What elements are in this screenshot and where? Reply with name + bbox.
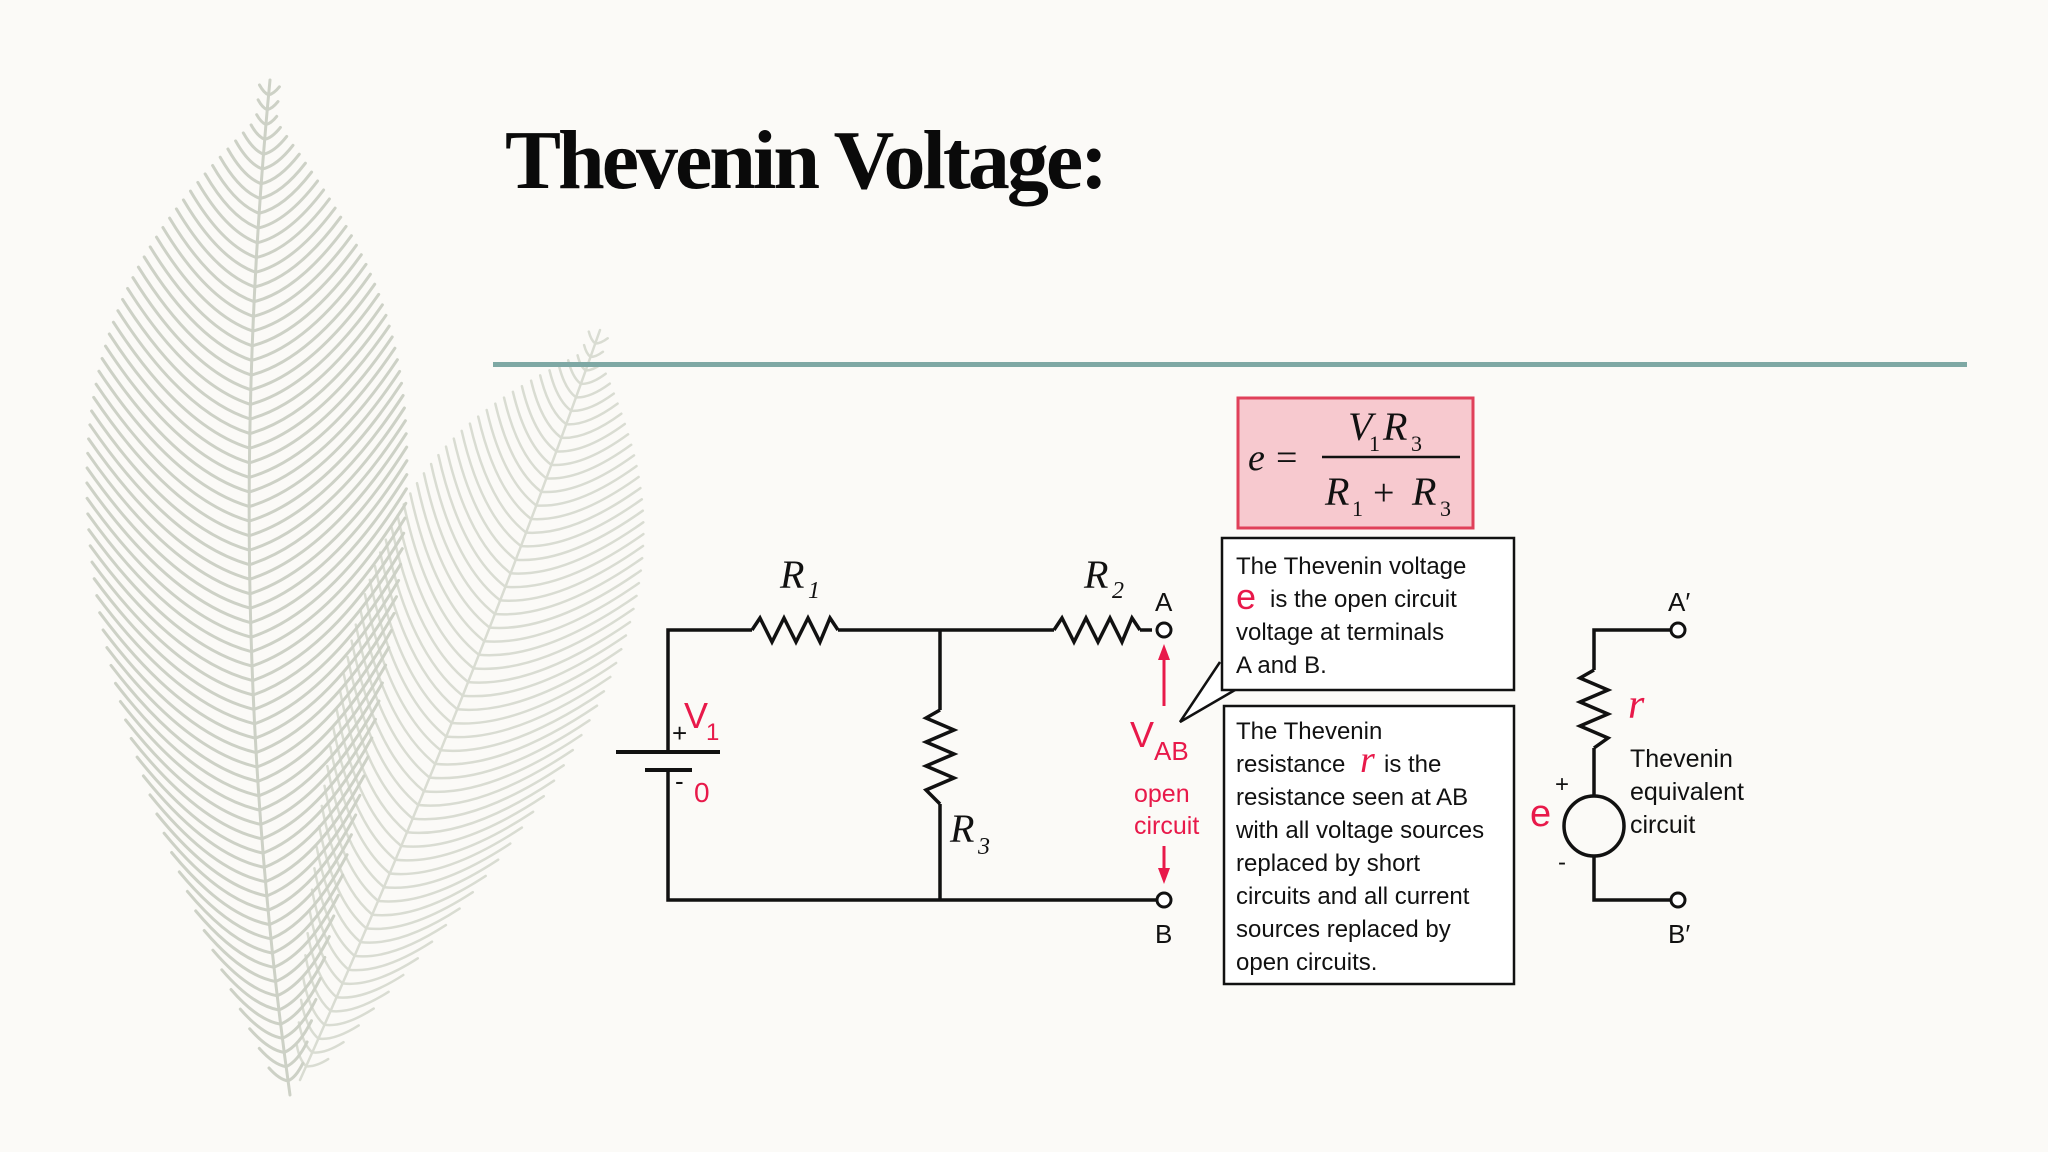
resistance-note-r: r [1360,739,1375,781]
equiv-terminal-b-node [1669,891,1687,909]
formula-den-r1-sub: 1 [1352,496,1363,521]
r2-label: R [1083,552,1108,597]
r1-label: R [779,552,804,597]
vab-label: V [1130,714,1154,755]
formula-num-v: V [1348,404,1377,449]
resistance-note-line5: replaced by short [1236,850,1420,877]
equivalent-circuit [1562,628,1670,902]
resistance-note-line1: The Thevenin [1236,718,1382,745]
voltage-note-line4: A and B. [1236,652,1327,679]
voltage-note-line1: The Thevenin voltage [1236,553,1466,580]
equiv-terminal-a-label: A′ [1668,587,1690,617]
equiv-minus: - [1558,849,1566,876]
vab-label-sub: AB [1154,736,1189,766]
resistance-note-line2a: resistance [1236,751,1345,778]
resistance-note-line7: sources replaced by [1236,916,1451,943]
v1-label-sub: 1 [706,719,719,746]
battery-source [616,750,720,772]
circuit-wires [666,628,1158,902]
resistance-note-line4: with all voltage sources [1235,817,1484,844]
source-minus: - [675,766,684,796]
formula-den-r1: R [1324,469,1349,514]
vab-arrows [1158,644,1170,884]
formula-num-r-sub: 3 [1411,431,1422,456]
equiv-terminal-b-label: B′ [1668,919,1690,949]
formula-lhs: e [1248,437,1265,479]
open-label: open [1134,780,1190,808]
voltage-note-box [1220,536,1516,692]
equiv-label3: circuit [1630,811,1695,839]
v1-label: V [684,695,708,736]
terminal-b-node [1155,891,1173,909]
resistance-note-line3: resistance seen at AB [1236,784,1468,811]
formula-num-v-sub: 1 [1369,431,1380,456]
formula-box [1236,396,1475,530]
resistance-note-box [1222,704,1516,986]
equiv-label2: equivalent [1630,778,1744,806]
circuit-label: circuit [1134,812,1199,840]
feather-front [85,78,409,1097]
terminal-a-label: A [1155,587,1173,617]
formula: e = V 1 R 3 R 1 + R 3 [1248,404,1460,521]
equiv-r-symbol: r [1628,682,1645,728]
resistance-note-line8: open circuits. [1236,949,1377,976]
terminal-a-node [1155,621,1173,639]
formula-den-r3-sub: 3 [1440,496,1451,521]
r3-label-sub: 3 [977,834,990,860]
r2-label-sub: 2 [1112,578,1124,604]
formula-den-r3: R [1411,469,1436,514]
equiv-e-symbol: e [1530,793,1551,835]
voltage-note-line2: is the open circuit [1270,586,1457,613]
equiv-terminal-a-node [1669,621,1687,639]
equiv-plus: + [1555,771,1569,798]
formula-equals: = [1276,437,1297,479]
equiv-label1: Thevenin [1630,745,1733,773]
r3-label: R [949,806,974,851]
voltage-note-e: e [1236,576,1256,617]
r1-label-sub: 1 [808,578,820,604]
formula-den-plus: + [1373,472,1394,514]
title-divider [493,362,1967,367]
resistance-note-line6: circuits and all current [1236,883,1470,910]
resistor-r1 [750,614,840,647]
formula-num-r: R [1382,404,1407,449]
resistor-r3 [921,708,959,806]
source-plus: + [672,718,687,748]
terminal-b-label: B [1155,919,1172,949]
voltage-note-line3: voltage at terminals [1236,619,1444,646]
resistance-note-line2b: is the [1384,751,1441,778]
slide-title: Thevenin Voltage: [505,114,1108,207]
feather-back [295,328,645,1082]
resistor-r2 [1052,614,1142,647]
v1-zero: 0 [694,777,710,808]
